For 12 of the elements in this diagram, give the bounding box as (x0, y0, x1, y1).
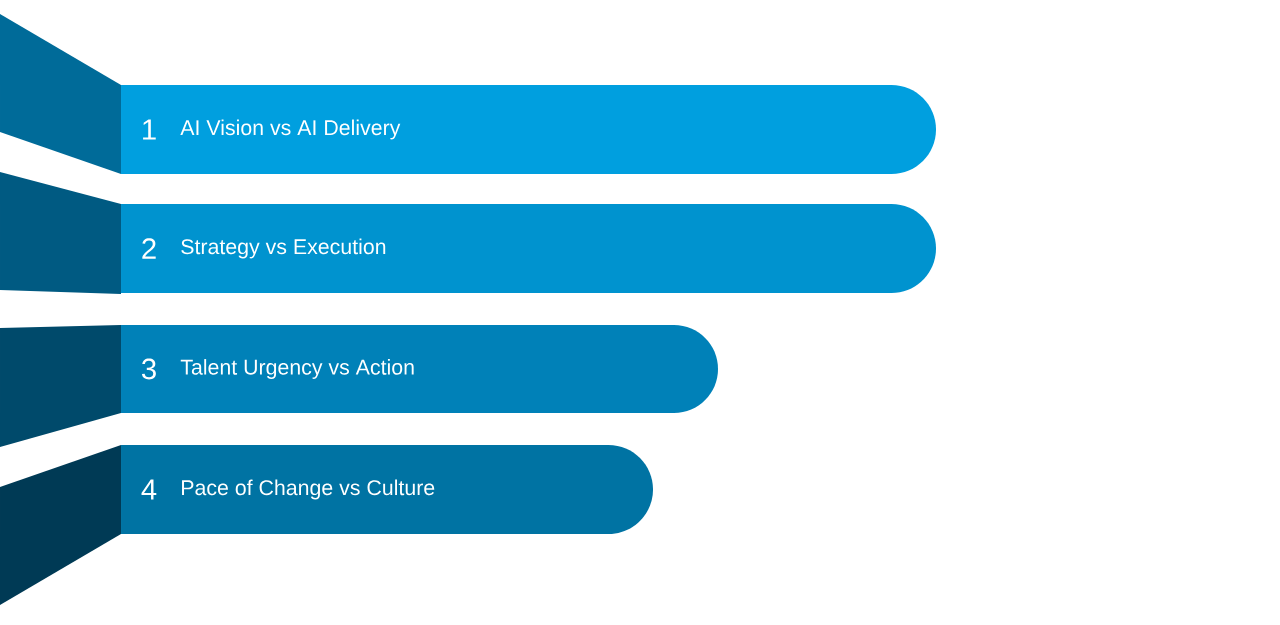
bar (121, 85, 936, 174)
number-label: 4 (141, 479, 157, 500)
number-label: 3 (141, 358, 156, 380)
bar-label: Pace of Change vs Culture (182, 479, 435, 500)
bar (121, 204, 936, 293)
bar (121, 325, 718, 413)
bar-label: Strategy vs Execution (181, 238, 386, 259)
bar-label: AI Vision vs AI Delivery (180, 119, 401, 140)
bar (121, 445, 653, 534)
number-label: 1 (143, 119, 156, 140)
bar-label: Talent Urgency vs Action (180, 359, 414, 379)
number-label: 2 (142, 238, 156, 259)
